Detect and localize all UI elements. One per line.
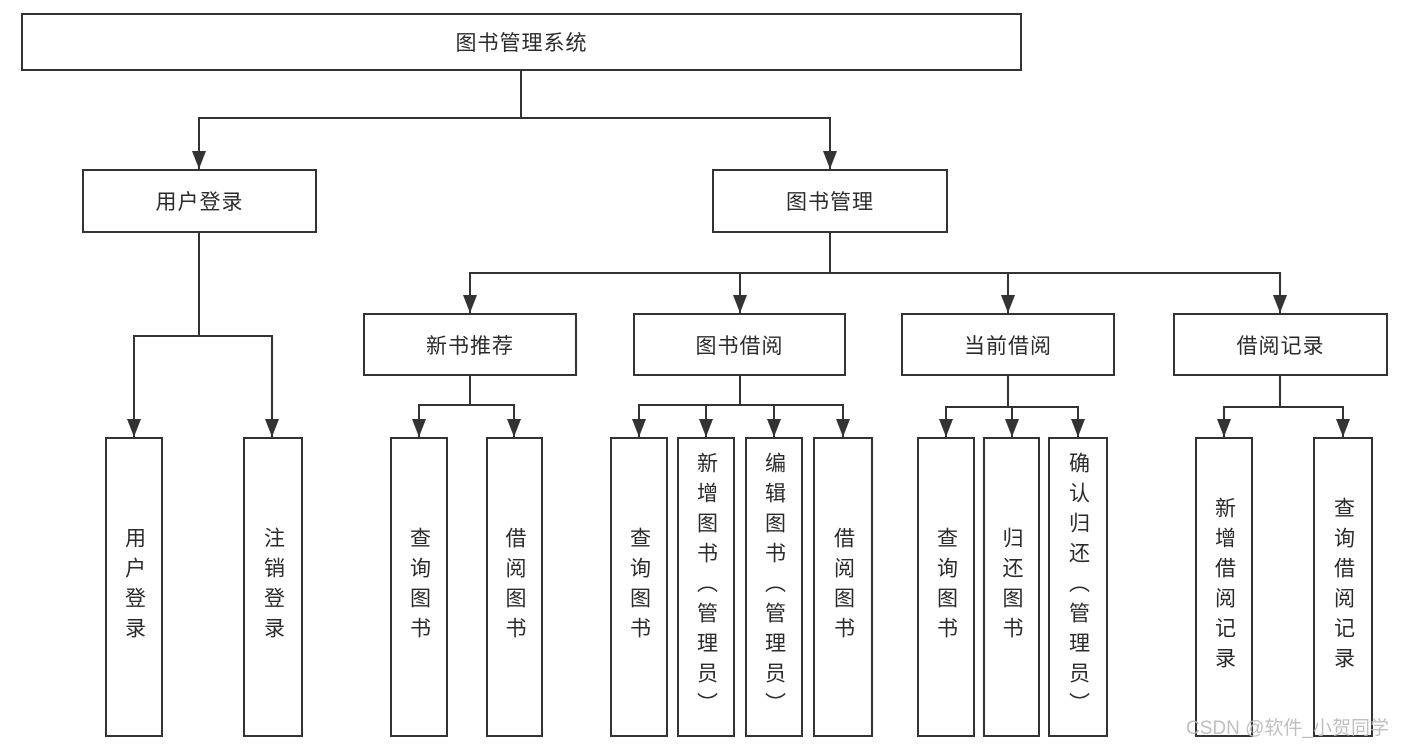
node-label: 借阅图书 [503,527,526,647]
node-label: 查询图书 [934,527,958,647]
leaf-add-books-admin: 新增图书（管理员） [677,437,735,737]
node-new-book-recommendation: 新书推荐 [363,313,577,376]
leaf-query-books: 查询图书 [390,437,448,737]
node-user-login: 用户登录 [82,169,317,233]
node-label: 查询借阅记录 [1331,497,1355,677]
leaf-borrow-books: 借阅图书 [486,437,543,737]
node-label: 用户登录 [155,191,244,214]
leaf-logout: 注销登录 [243,437,303,737]
leaf-borrow-books: 借阅图书 [813,437,873,737]
node-label: 注销登录 [261,527,285,647]
leaf-query-books: 查询图书 [610,437,668,737]
leaf-query-books: 查询图书 [917,437,975,737]
node-label: 新增借阅记录 [1212,497,1236,677]
node-label: 查询图书 [627,527,651,647]
leaf-query-borrow-record: 查询借阅记录 [1313,437,1373,737]
csdn-watermark: CSDN @软件_小贺同学 [1186,718,1389,739]
node-label: 查询图书 [407,527,431,647]
node-label: 归还图书 [1000,527,1023,647]
node-book-management: 图书管理 [712,169,948,233]
node-label: 借阅图书 [831,527,855,647]
node-label: 确认归还（管理员） [1066,452,1090,722]
leaf-edit-books-admin: 编辑图书（管理员） [745,437,803,737]
node-current-borrowing: 当前借阅 [901,313,1115,376]
node-label: 借阅记录 [1236,334,1325,358]
node-label: 图书管理系统 [455,32,588,55]
node-library-management-system: 图书管理系统 [21,13,1022,71]
node-label: 编辑图书（管理员） [762,452,786,722]
node-borrowing-records: 借阅记录 [1173,313,1388,376]
node-label: 用户登录 [122,527,146,647]
node-label: 当前借阅 [964,334,1052,358]
leaf-user-login: 用户登录 [105,437,163,737]
node-label: 图书借阅 [695,334,784,358]
node-book-borrowing: 图书借阅 [633,313,846,376]
node-label: 新书推荐 [426,334,514,358]
leaf-confirm-return-admin: 确认归还（管理员） [1048,437,1108,737]
node-label: 新增图书（管理员） [694,452,718,722]
node-label: 图书管理 [786,191,874,214]
leaf-add-borrow-record: 新增借阅记录 [1195,437,1253,737]
leaf-return-books: 归还图书 [983,437,1040,737]
